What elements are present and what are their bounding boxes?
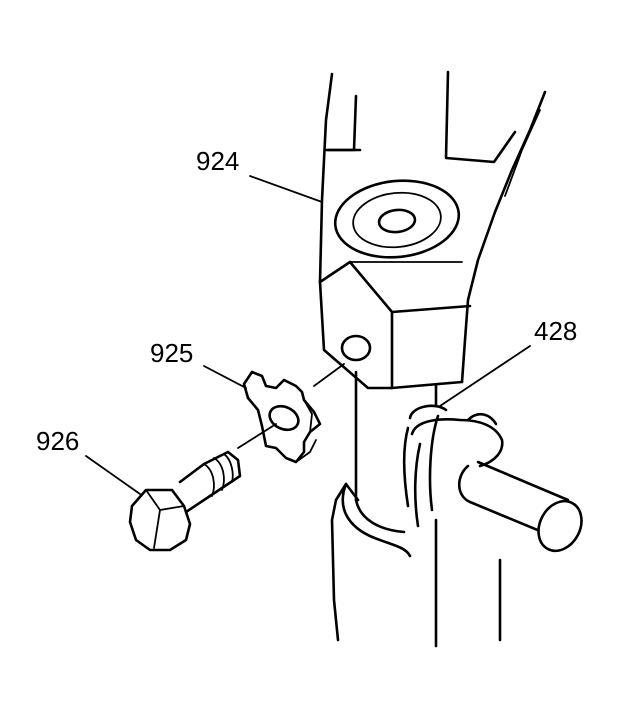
assembly-guide-lines [237, 363, 345, 449]
rod-end [537, 499, 583, 553]
leader-926 [85, 455, 141, 495]
leader-924 [249, 175, 323, 203]
leader-428 [439, 345, 531, 407]
callout-428: 428 [534, 316, 577, 346]
callout-925: 925 [150, 338, 193, 368]
callout-924: 924 [196, 146, 239, 176]
pivot-boss [333, 179, 461, 259]
leader-lines [85, 175, 531, 495]
clip-retainer-part [242, 370, 322, 464]
hex-bolt-part [128, 450, 242, 552]
shaft-housing-part [318, 70, 547, 390]
shaft-bolt-hole [340, 334, 372, 362]
lower-column-tube [330, 370, 502, 648]
callout-926: 926 [36, 426, 79, 456]
collar-rod-part [402, 404, 583, 553]
leader-925 [203, 365, 247, 389]
